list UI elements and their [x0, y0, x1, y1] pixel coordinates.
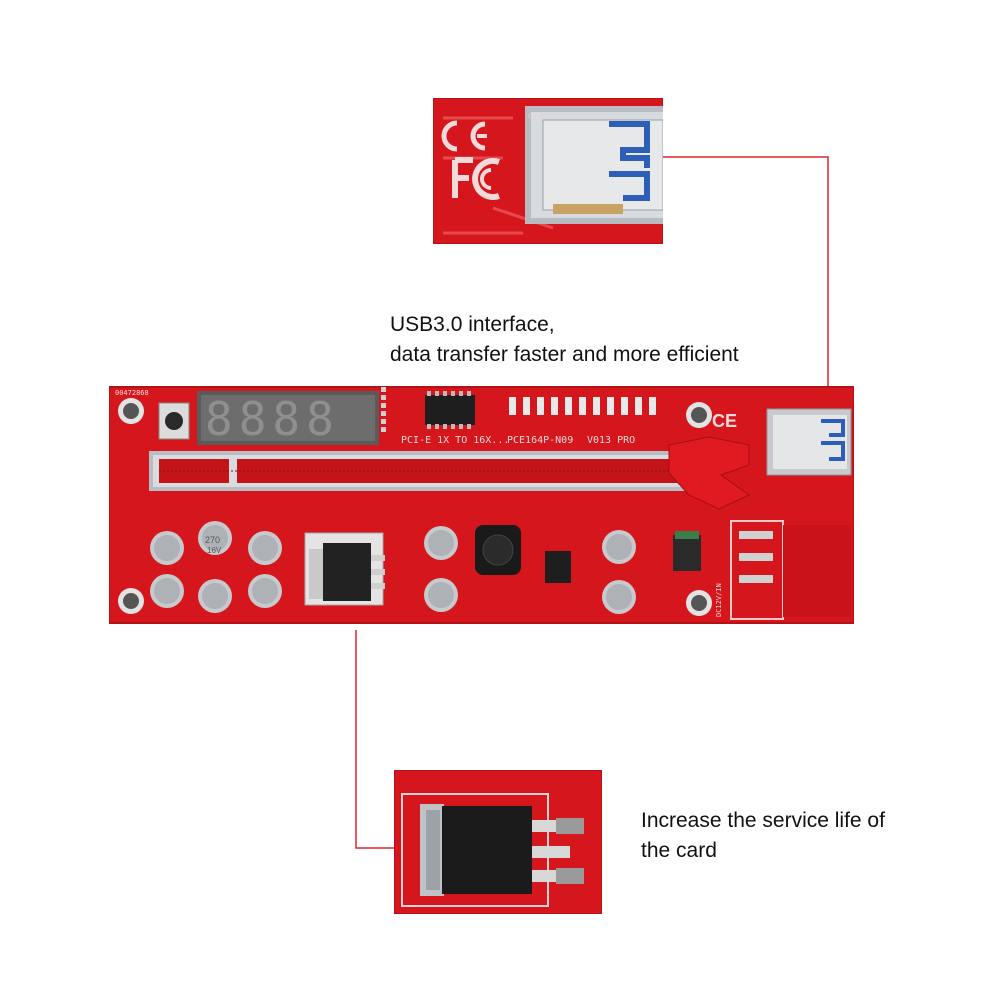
fcc-mark-icon [452, 157, 500, 200]
inductor [475, 525, 521, 575]
ce-mark-small-icon: CE [712, 411, 737, 431]
pcie-x16-slot [149, 451, 689, 491]
svg-text:CN1: CN1 [528, 113, 539, 120]
usb-callout-line2: data transfer faster and more efficient [390, 343, 739, 366]
regulator-callout-line2: the card [641, 839, 717, 862]
smd-components [673, 531, 701, 571]
ic-chip [425, 391, 475, 429]
power-connector: DC12V/IN [715, 520, 851, 620]
regulator-callout-line1: Increase the service life of [641, 809, 885, 832]
power-label: DC12V/IN [715, 583, 723, 617]
capacitor-value-label: 270 [205, 535, 220, 545]
ce-mark-icon [441, 120, 487, 152]
usb-callout-text: USB3.0 interface, data transfer faster a… [390, 310, 739, 370]
silkscreen-model-label: PCE164P-N09 [507, 435, 573, 446]
regulator-closeup [420, 804, 584, 896]
small-ic [545, 551, 571, 583]
regulator-callout-text: Increase the service life of the card [641, 806, 885, 866]
voltage-regulator [304, 532, 385, 606]
capacitor-voltage-label: 16V [207, 546, 222, 555]
display-digits: 8888 [205, 392, 340, 446]
silkscreen-pcie-label: PCI-E 1X TO 16X... [401, 435, 509, 446]
usb-callout-line1: USB3.0 interface, [390, 313, 555, 336]
silkscreen-version-label: V013 PRO [587, 435, 635, 446]
capacitor-group: 270 16V [150, 521, 636, 614]
board-serial: 00472868 [115, 389, 149, 397]
riser-board-photo: 00472868 8888 P [109, 385, 854, 625]
reset-button-component [158, 402, 190, 440]
slot-latch [668, 436, 750, 510]
led-row [509, 397, 656, 415]
header-pins [381, 387, 386, 432]
seven-segment-display: 8888 [197, 391, 379, 446]
usb-closeup-photo: CN1 [433, 98, 663, 244]
usb-connector-closeup [525, 106, 663, 224]
mounting-hole-icon [118, 398, 712, 616]
regulator-closeup-photo [394, 770, 602, 914]
usb-port-board [766, 408, 852, 476]
